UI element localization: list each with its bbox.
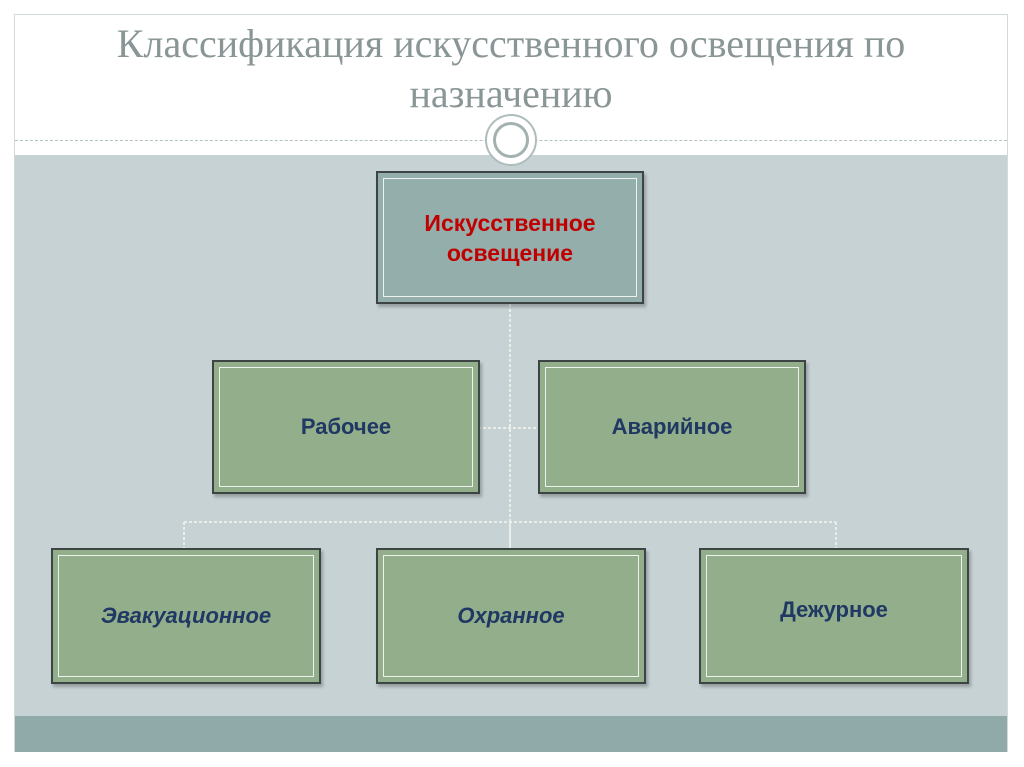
slide-title: Классификация искусственного освещения п…: [116, 21, 906, 116]
circle-ornament-inner: [493, 122, 529, 158]
node-evacuation: Эвакуационное: [51, 548, 321, 684]
node-evacuation-label: Эвакуационное: [100, 603, 272, 628]
node-working-label: Рабочее: [300, 414, 392, 439]
node-artificial-lighting: Искусственное освещение: [376, 171, 644, 304]
bottom-band: [15, 716, 1007, 752]
node-security-label: Охранное: [457, 603, 565, 628]
node-emergency: Аварийное: [538, 360, 806, 494]
node-duty-label: Дежурное: [780, 597, 888, 622]
node-security: Охранное: [376, 548, 646, 684]
circle-ornament-icon: [485, 114, 537, 166]
node-duty: Дежурное: [699, 548, 969, 684]
node-artificial-lighting-label: Искусственное освещение: [424, 209, 596, 266]
node-working: Рабочее: [212, 360, 480, 494]
node-emergency-label: Аварийное: [611, 414, 733, 439]
